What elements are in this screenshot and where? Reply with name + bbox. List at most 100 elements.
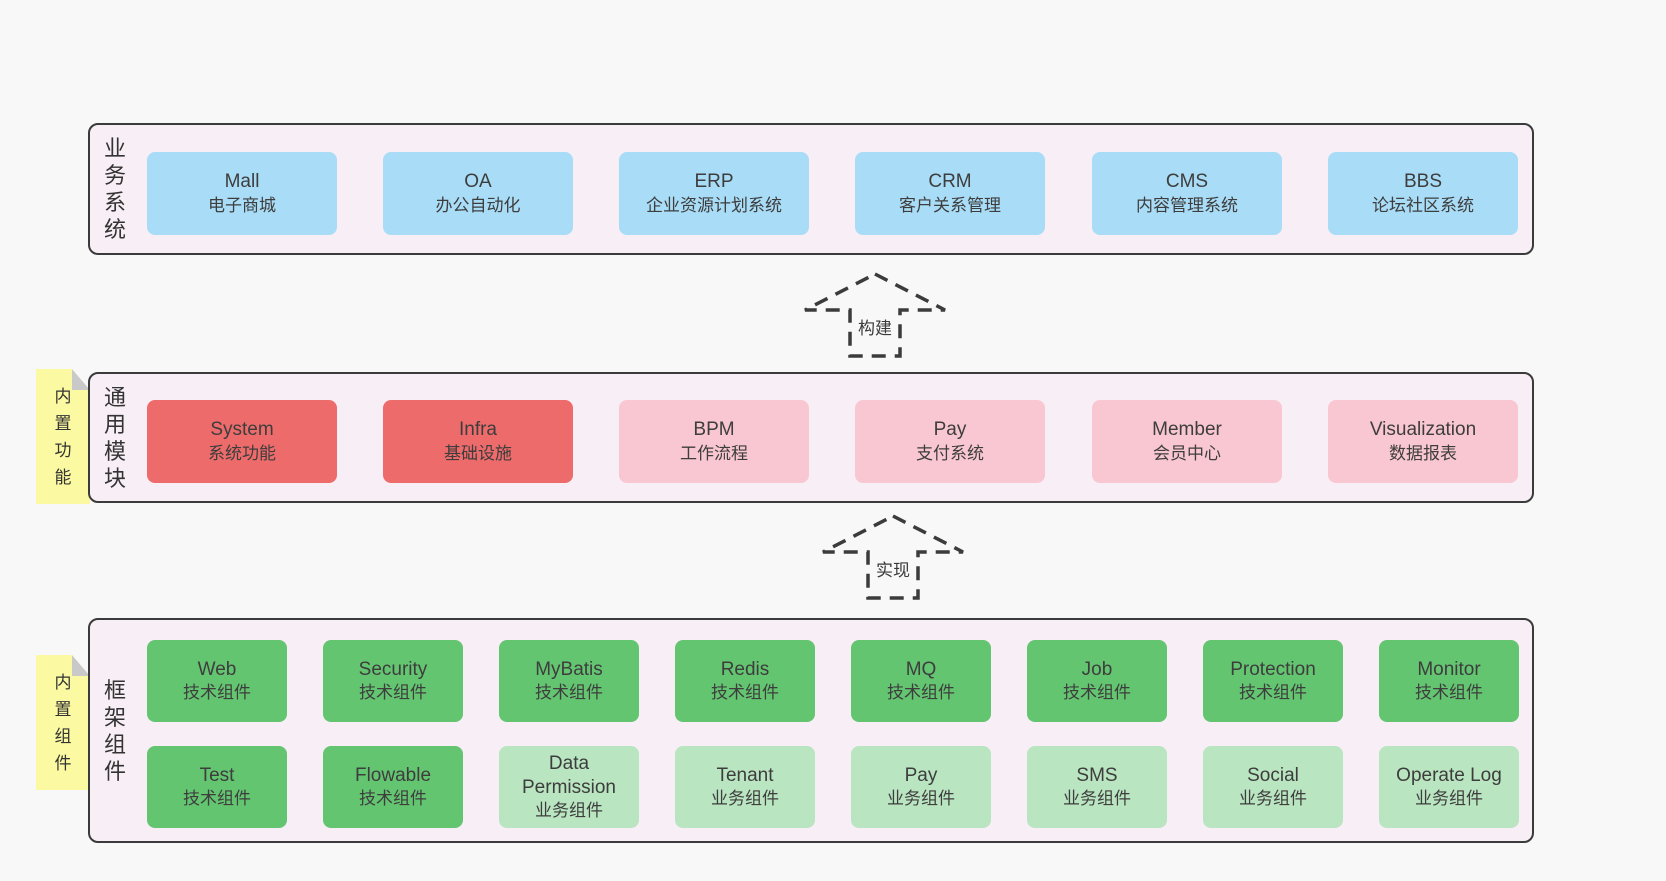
box-title: Monitor [1417,658,1481,680]
box-subtitle: 技术组件 [1239,683,1307,703]
box-monitor: Monitor 技术组件 [1379,640,1519,722]
box-title: Security [358,658,428,680]
box-test: Test 技术组件 [147,746,287,828]
business-systems-layer: 业务系统 Mall 电子商城 OA 办公自动化 ERP 企业资源计划系统 CRM… [88,123,1534,255]
box-system: System 系统功能 [147,400,337,483]
box-subtitle: 业务组件 [535,801,603,821]
builtin-features-sticky-note: 内置功能 [36,369,90,504]
box-bpm: BPM 工作流程 [619,400,809,483]
box-title: ERP [694,171,734,193]
arrow-up-icon [804,272,946,358]
components-layer-label: 框架组件 [103,677,126,784]
box-subtitle: 办公自动化 [435,195,521,215]
box-sms: SMS 业务组件 [1027,746,1167,828]
box-mall: Mall 电子商城 [147,152,337,235]
box-title: Web [197,658,237,680]
box-title: Visualization [1369,419,1477,441]
box-bbs: BBS 论坛社区系统 [1328,152,1518,235]
box-subtitle: 基础设施 [444,443,512,463]
sticky-note-text: 内置功能 [54,386,72,487]
box-title: Tenant [716,764,774,786]
modules-layer-label: 通用模块 [103,384,126,491]
box-cms: CMS 内容管理系统 [1092,152,1282,235]
box-title: Social [1247,764,1299,786]
box-visualization: Visualization 数据报表 [1328,400,1518,483]
box-subtitle: 企业资源计划系统 [646,195,782,215]
box-pay-module: Pay 支付系统 [855,400,1045,483]
box-title: Job [1081,658,1113,680]
framework-components-layer: 框架组件 Web 技术组件 Security 技术组件 MyBatis 技术组件… [88,618,1534,843]
box-subtitle: 业务组件 [711,789,779,809]
box-redis: Redis 技术组件 [675,640,815,722]
box-flowable: Flowable 技术组件 [323,746,463,828]
box-title: Operate Log [1396,764,1502,786]
box-subtitle: 支付系统 [916,443,984,463]
box-title: MQ [905,658,937,680]
box-title: OA [464,171,492,193]
box-title: Redis [720,658,770,680]
box-subtitle: 技术组件 [359,789,427,809]
box-subtitle: 工作流程 [680,443,748,463]
box-erp: ERP 企业资源计划系统 [619,152,809,235]
business-layer-label: 业务系统 [103,136,126,242]
box-title: BPM [693,419,735,441]
build-arrow-label: 构建 [855,314,895,339]
box-infra: Infra 基础设施 [383,400,573,483]
box-mq: MQ 技术组件 [851,640,991,722]
box-crm: CRM 客户关系管理 [855,152,1045,235]
box-title: Flowable [354,764,432,786]
box-subtitle: 业务组件 [1063,789,1131,809]
box-tenant: Tenant 业务组件 [675,746,815,828]
box-subtitle: 会员中心 [1153,443,1221,463]
box-subtitle: 技术组件 [1415,683,1483,703]
box-title: System [210,419,274,441]
box-subtitle: 技术组件 [711,683,779,703]
box-subtitle: 客户关系管理 [899,195,1001,215]
box-member: Member 会员中心 [1092,400,1282,483]
box-subtitle: 业务组件 [1415,789,1483,809]
box-subtitle: 技术组件 [183,683,251,703]
box-web: Web 技术组件 [147,640,287,722]
box-pay-component: Pay 业务组件 [851,746,991,828]
box-title: Mall [224,171,260,193]
build-arrow: 构建 [800,268,950,360]
box-protection: Protection 技术组件 [1203,640,1343,722]
box-title: Protection [1230,658,1316,680]
box-subtitle: 技术组件 [535,683,603,703]
box-title: CMS [1165,171,1209,193]
box-title: SMS [1076,764,1118,786]
box-title: BBS [1403,171,1443,193]
box-subtitle: 数据报表 [1389,443,1457,463]
box-title: Infra [458,419,498,441]
box-subtitle: 电子商城 [208,195,276,215]
common-modules-layer: 通用模块 System 系统功能 Infra 基础设施 BPM 工作流程 Pay… [88,372,1534,503]
box-oa: OA 办公自动化 [383,152,573,235]
box-title: Pay [933,419,967,441]
box-subtitle: 系统功能 [208,443,276,463]
box-title: Member [1152,419,1222,441]
implement-arrow: 实现 [818,510,968,602]
box-subtitle: 业务组件 [887,789,955,809]
box-title: MyBatis [535,658,603,680]
implement-arrow-label: 实现 [873,556,913,581]
box-subtitle: 业务组件 [1239,789,1307,809]
box-subtitle: 内容管理系统 [1136,195,1238,215]
box-subtitle: 论坛社区系统 [1372,195,1474,215]
box-subtitle: 技术组件 [183,789,251,809]
box-job: Job 技术组件 [1027,640,1167,722]
box-subtitle: 技术组件 [887,683,955,703]
box-social: Social 业务组件 [1203,746,1343,828]
builtin-components-sticky-note: 内置组件 [36,655,90,790]
box-mybatis: MyBatis 技术组件 [499,640,639,722]
box-data-permission: Data Permission 业务组件 [499,746,639,828]
sticky-note-text: 内置组件 [54,672,72,773]
box-title: CRM [928,171,972,193]
arrow-up-icon [822,514,964,600]
box-subtitle: 技术组件 [359,683,427,703]
box-title: Data Permission [522,752,616,798]
box-title: Pay [904,764,938,786]
box-operate-log: Operate Log 业务组件 [1379,746,1519,828]
box-title: Test [199,764,235,786]
box-security: Security 技术组件 [323,640,463,722]
box-subtitle: 技术组件 [1063,683,1131,703]
